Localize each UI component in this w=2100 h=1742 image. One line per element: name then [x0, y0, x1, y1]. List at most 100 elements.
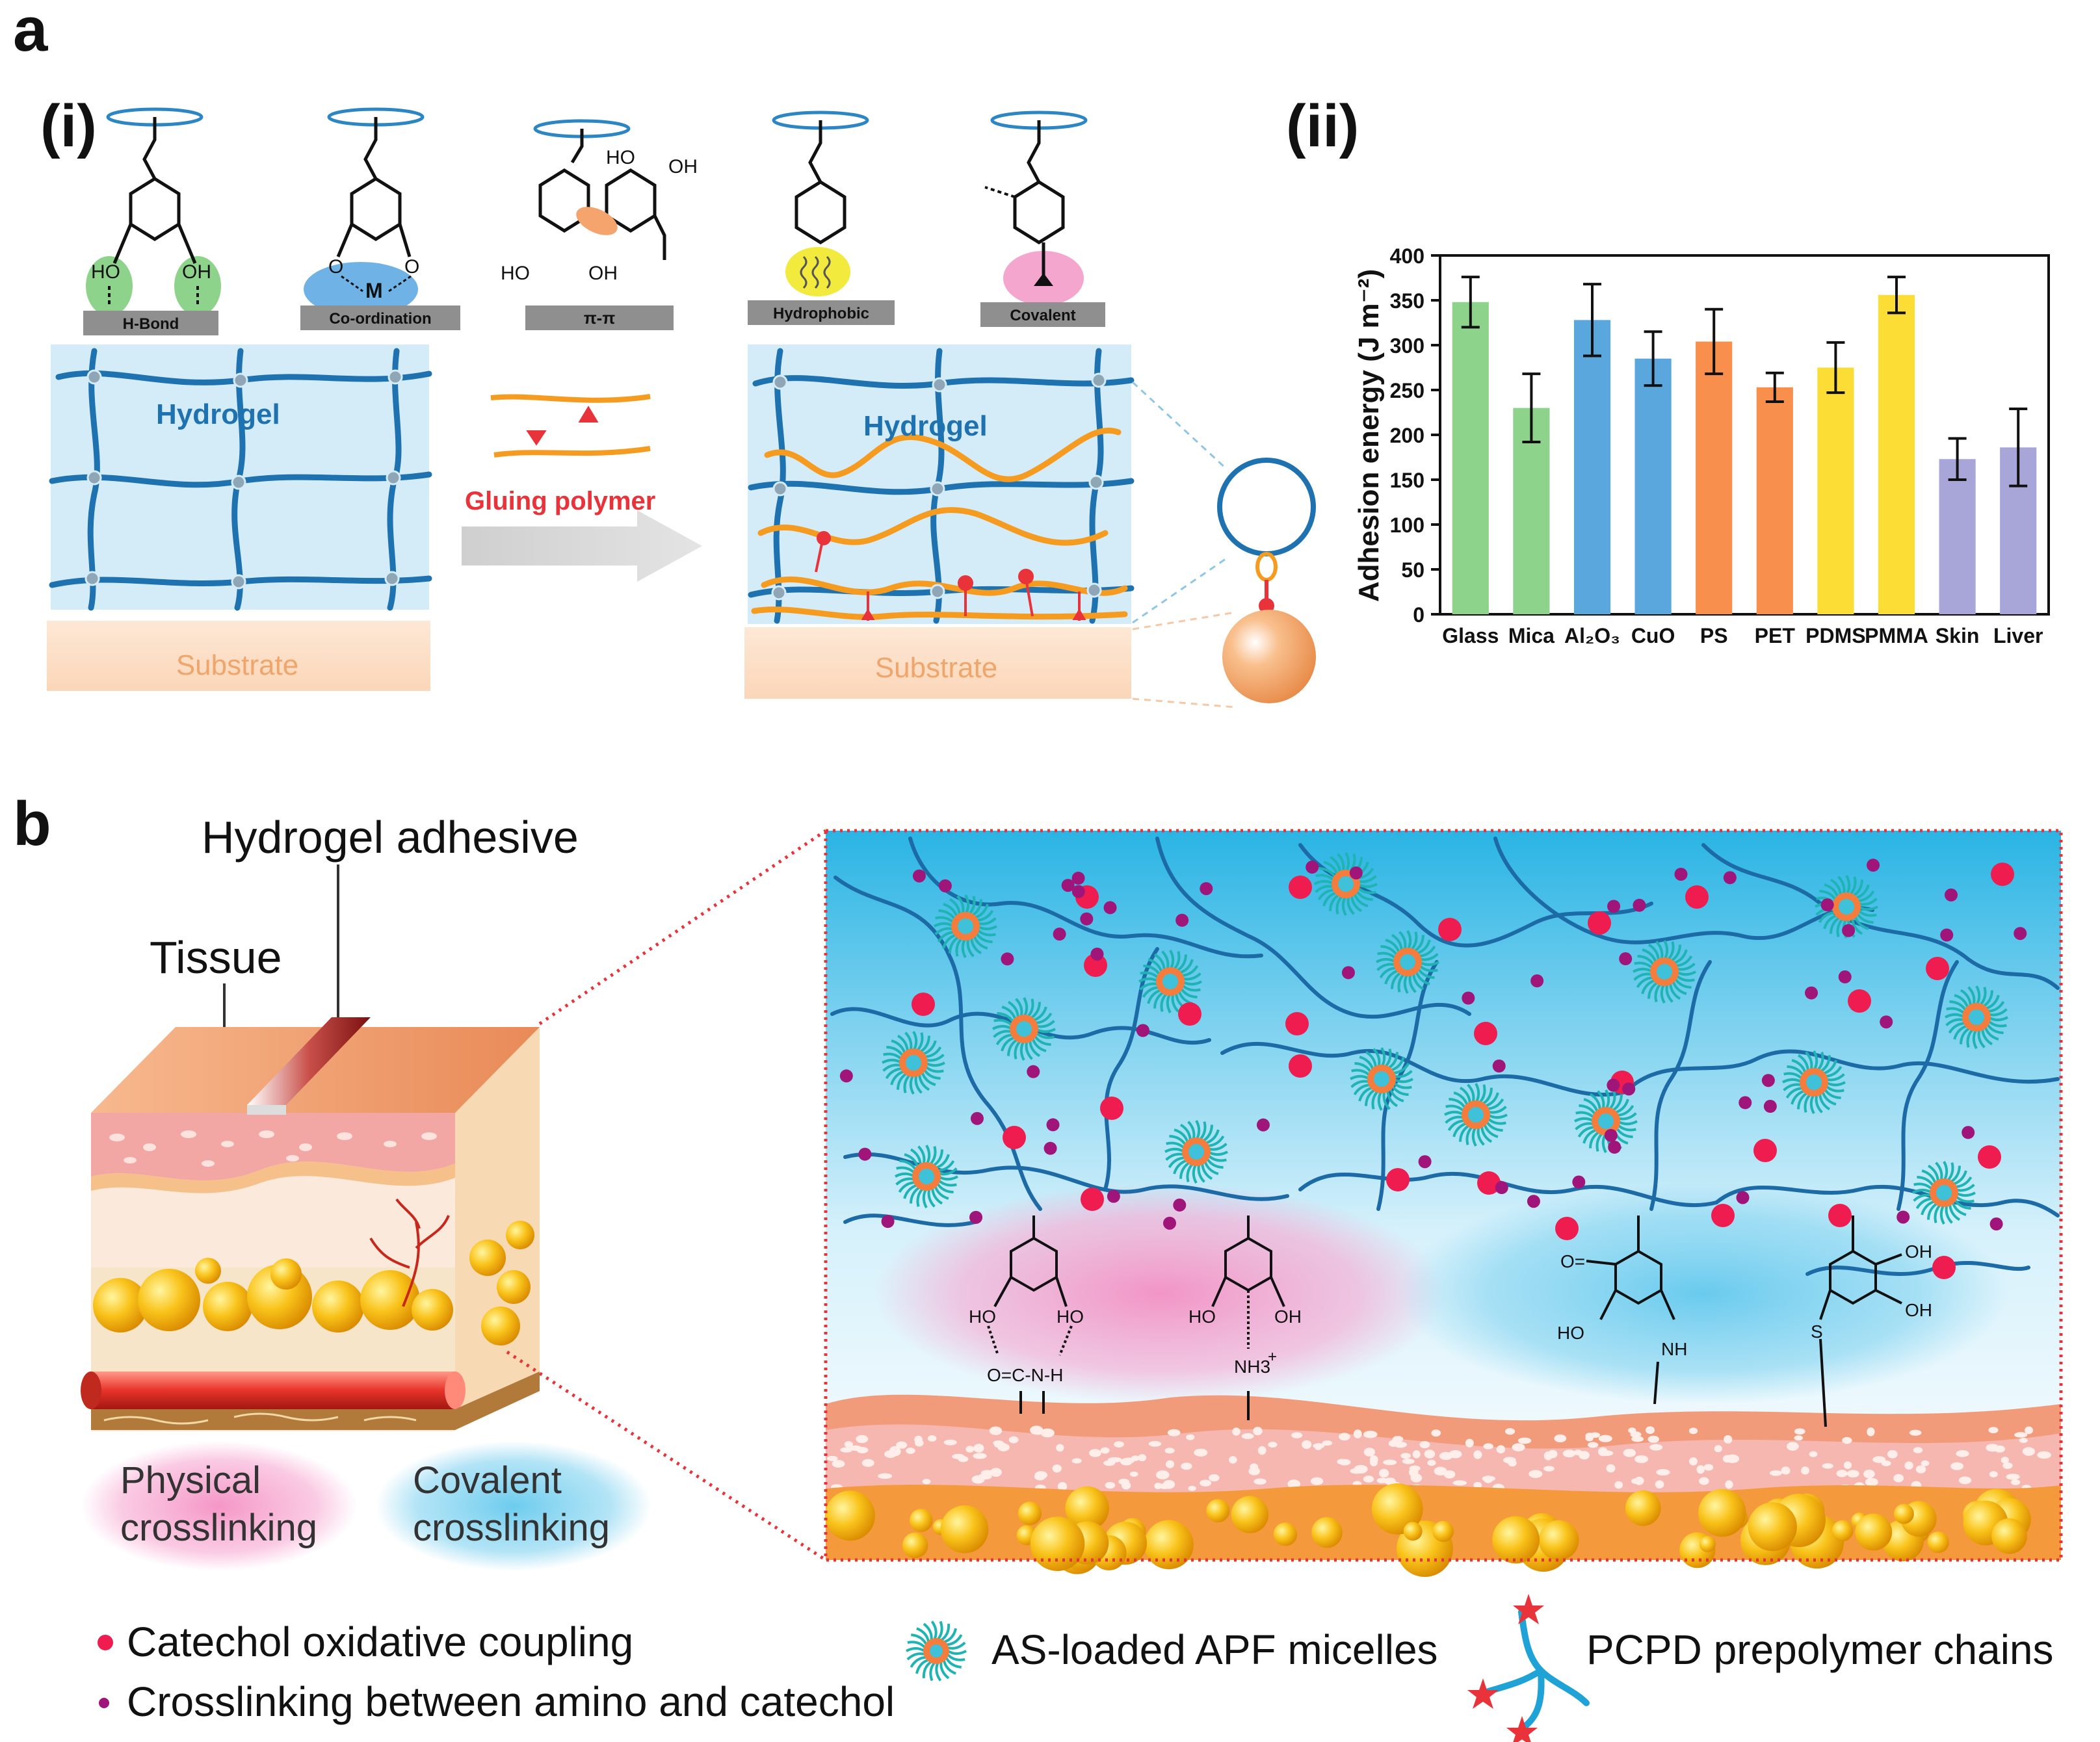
network-strand [833, 876, 1042, 1211]
network-strand [1897, 960, 1959, 1211]
micelles [882, 852, 2008, 1225]
x-tick-label: PDMS [1805, 624, 1865, 647]
network-strand [843, 1214, 977, 1227]
motif-hydrophobic: Hydrophobic [748, 110, 895, 325]
catechol-node [1289, 1054, 1312, 1078]
interaction-label-0: H-Bond [123, 315, 179, 333]
catechol-node [1477, 1171, 1501, 1195]
amino-node [1989, 1217, 2003, 1231]
catechol-node [1711, 1204, 1735, 1227]
error-bar [1461, 276, 1480, 329]
amino-node [912, 869, 926, 883]
amino-node [2014, 927, 2027, 941]
catechol-node [1081, 1188, 1104, 1211]
error-bar [1887, 276, 1906, 315]
catechol-node [1978, 1145, 2001, 1169]
chem-b-nh3: NH3 [1234, 1357, 1270, 1377]
micelle [1782, 1050, 1846, 1114]
catechol-node [1932, 1256, 1956, 1279]
amino-node [1046, 1118, 1060, 1132]
micelle [1164, 1120, 1228, 1184]
error-bar [1948, 437, 1967, 481]
amino-node [1739, 1096, 1752, 1110]
catechol-node [1848, 989, 1871, 1013]
label-covalent-crosslinking-1: Covalent [413, 1459, 562, 1502]
amino-node [1962, 1126, 1975, 1139]
error-bar [1705, 307, 1724, 376]
legend-amino-catechol: Crosslinking between amino and catechol [127, 1678, 895, 1725]
substrate-label-left: Substrate [176, 649, 298, 681]
motif-covalent: Covalent [980, 110, 1105, 327]
legend-micelle-icon [906, 1620, 967, 1682]
legend-chain-icon [1467, 1594, 1590, 1742]
bar [1696, 341, 1733, 614]
catechol-node [1474, 1022, 1497, 1045]
bar [1939, 459, 1976, 614]
chem-o-2: O [404, 256, 419, 278]
chem-b-o: O= [1560, 1251, 1585, 1271]
amino-node [1944, 888, 1958, 902]
network-strand [1220, 1041, 1627, 1097]
catechol-node [1926, 957, 1949, 980]
amino-node [1604, 1128, 1618, 1142]
amino-node [1418, 1155, 1432, 1169]
chem-ho-2: HO [606, 147, 635, 168]
chem-ho-3: HO [501, 263, 530, 284]
catechol-node [1555, 1217, 1579, 1240]
substrate-label-right: Substrate [875, 652, 997, 684]
amino-node [1838, 970, 1852, 983]
amino-node [839, 1069, 853, 1083]
y-tick-label: 400 [1390, 244, 1424, 268]
chart-ylabel: Adhesion energy (J m⁻²) [1353, 269, 1385, 602]
network-strand [1103, 947, 1159, 1191]
motif-pi-pi: HO OH HO OH π-π [501, 119, 698, 330]
y-tick-label: 350 [1390, 289, 1424, 313]
motif-coordination: O O M Co-ordination [300, 107, 460, 330]
hydrogel-label-right: Hydrogel [863, 410, 988, 442]
amino-node [1462, 991, 1475, 1005]
interaction-label-2: π-π [584, 308, 616, 328]
amino-node [1495, 1181, 1508, 1195]
network-strand [1623, 1049, 2060, 1094]
interaction-label-4: Covalent [1010, 307, 1075, 324]
x-tick-label: PET [1755, 624, 1796, 647]
legend-purple-dot [99, 1698, 109, 1708]
hydrogel-label-left: Hydrogel [156, 398, 280, 430]
chem-b-oh-1: OH [1274, 1306, 1302, 1327]
amino-node [1175, 913, 1189, 927]
amino-node [1736, 1191, 1750, 1204]
micelle [1633, 940, 1696, 1004]
error-bar [1522, 372, 1541, 444]
tissue-block [81, 864, 540, 1431]
chem-m: M [365, 279, 383, 302]
label-covalent-crosslinking-2: crosslinking [413, 1507, 610, 1549]
amino-node [1080, 912, 1094, 926]
amino-node [1897, 1210, 1910, 1224]
amino-node [1527, 1195, 1540, 1208]
x-tick-label: PS [1700, 624, 1728, 647]
catechol-node [1685, 885, 1709, 909]
bar [1756, 387, 1793, 614]
amino-node [1071, 872, 1085, 885]
chem-b-ho-2: HO [1057, 1306, 1084, 1327]
x-tick-label: Glass [1442, 624, 1499, 647]
network-strand [1714, 1184, 2060, 1217]
network-strand [1701, 843, 2060, 990]
network-strand [1649, 960, 1712, 1211]
network-strand [1493, 837, 1874, 944]
error-bar [1765, 371, 1784, 403]
micelle [1815, 875, 1878, 939]
chem-b-oh-3: OH [1905, 1300, 1932, 1320]
legend-red-dot [98, 1635, 113, 1650]
amino-node [1349, 866, 1363, 879]
chem-b-nh: NH [1661, 1339, 1687, 1359]
catechol-node [1753, 1139, 1777, 1162]
catechol-node [1588, 911, 1611, 935]
gluing-schematic [1131, 381, 1316, 708]
amino-node [938, 879, 952, 892]
amino-node [1001, 952, 1014, 966]
network-strand [908, 837, 1263, 959]
amino-node [1820, 898, 1834, 912]
chart-bars [1452, 276, 2037, 614]
